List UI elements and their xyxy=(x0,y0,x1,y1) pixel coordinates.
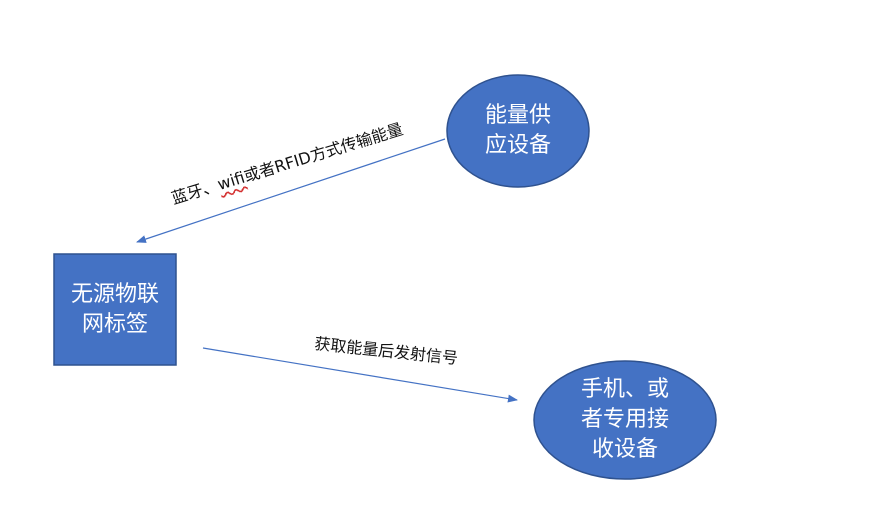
receiver-line2: 者专用接 xyxy=(580,407,669,432)
receiver-line3: 收设备 xyxy=(591,437,658,462)
energy-transfer-arrow xyxy=(136,138,446,243)
energy-supply-line2: 应设备 xyxy=(484,133,551,158)
energy-supply-node xyxy=(446,74,590,188)
passive-tag-label: 无源物联 网标签 xyxy=(54,254,176,365)
energy-supply-line1: 能量供 xyxy=(484,103,551,128)
signal-emit-arrow xyxy=(202,347,518,403)
passive-tag-line2: 网标签 xyxy=(81,311,148,337)
passive-tag-node xyxy=(53,253,177,366)
receiver-line1: 手机、或 xyxy=(580,377,669,402)
passive-tag-line1: 无源物联 xyxy=(70,281,159,307)
receiver-node xyxy=(533,360,717,480)
receiver-label: 手机、或 者专用接 收设备 xyxy=(534,361,716,479)
energy-supply-label: 能量供 应设备 xyxy=(447,75,589,187)
